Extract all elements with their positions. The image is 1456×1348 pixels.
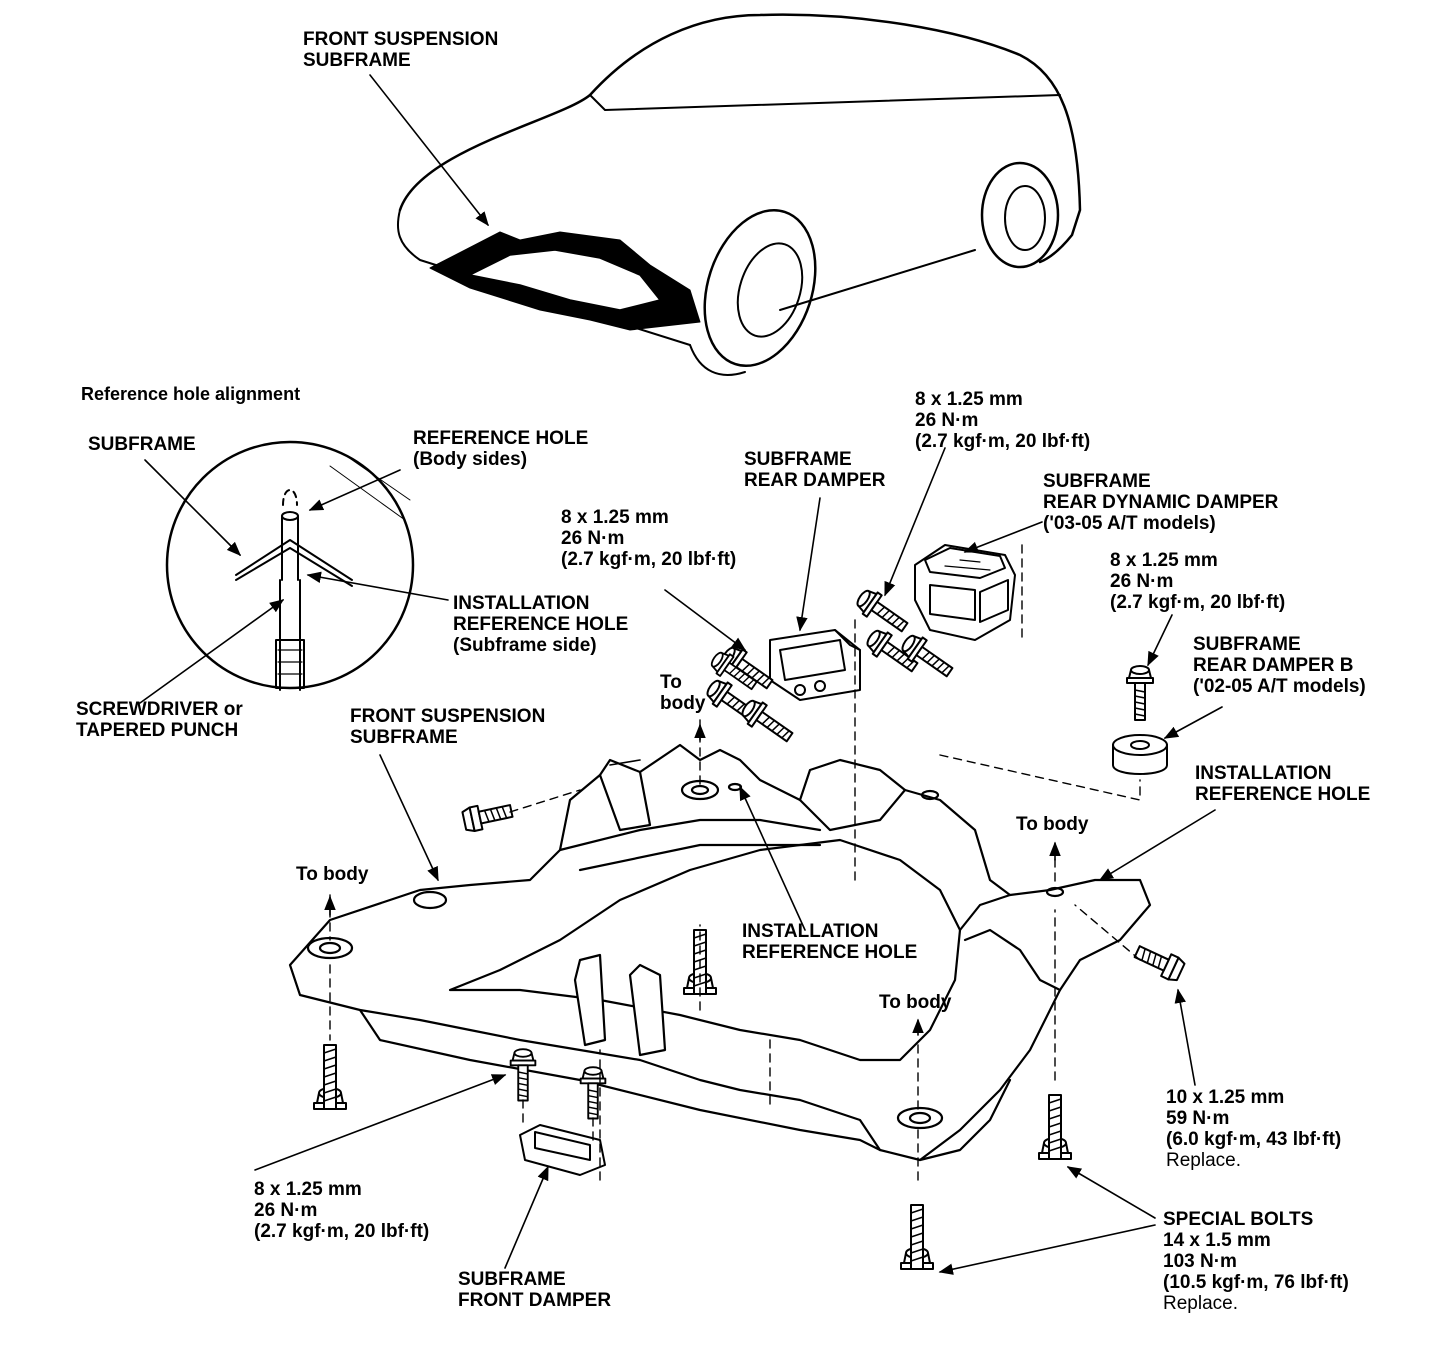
label-line: (2.7 kgf·m, 20 lbf·ft) — [915, 431, 1091, 452]
label-line: REFERENCE HOLE — [742, 942, 918, 963]
subframe-rear-dynamic-damper-part — [914, 544, 1016, 641]
label-line: SUBFRAME — [1043, 471, 1151, 492]
label-line: 8 x 1.25 mm — [561, 507, 669, 528]
label-line: 8 x 1.25 mm — [1110, 550, 1218, 571]
label-bolt-spec-front-damper: 8 x 1.25 mm 26 N·m (2.7 kgf·m, 20 lbf·ft… — [254, 1179, 429, 1242]
label-front-suspension-subframe-mid: FRONT SUSPENSION SUBFRAME — [350, 706, 545, 748]
label-replace: Replace. — [1166, 1150, 1241, 1171]
label-line: REFERENCE HOLE — [453, 614, 629, 635]
label-line: (Body sides) — [413, 449, 528, 470]
label-line: INSTALLATION — [453, 593, 590, 614]
label-screwdriver-or-tapered-punch: SCREWDRIVER or TAPERED PUNCH — [76, 699, 243, 741]
car-outline — [396, 13, 1082, 376]
subframe-rear-damper-part — [769, 629, 861, 701]
label-installation-reference-hole-center: INSTALLATION REFERENCE HOLE — [742, 921, 917, 963]
label-line: To — [660, 672, 682, 693]
label-bolt-spec-dynamic-damper: 8 x 1.25 mm 26 N·m (2.7 kgf·m, 20 lbf·ft… — [915, 389, 1090, 452]
label-line: REAR DAMPER B — [1193, 655, 1354, 676]
label-reference-hole-alignment: Reference hole alignment — [81, 384, 301, 404]
label-line: 26 N·m — [254, 1200, 318, 1221]
label-line: 26 N·m — [561, 528, 625, 549]
label-line: (2.7 kgf·m, 20 lbf·ft) — [1110, 592, 1286, 613]
reference-hole-inset — [165, 440, 415, 691]
label-line: FRONT DAMPER — [458, 1290, 612, 1311]
label-line: (6.0 kgf·m, 43 lbf·ft) — [1166, 1129, 1342, 1150]
front-suspension-subframe-part — [288, 743, 1152, 1162]
label-line: (2.7 kgf·m, 20 lbf·ft) — [561, 549, 737, 570]
label-subframe-rear-damper: SUBFRAME REAR DAMPER — [744, 449, 885, 491]
label-bolt-spec-rear-damper: 8 x 1.25 mm 26 N·m (2.7 kgf·m, 20 lbf·ft… — [561, 507, 736, 570]
label-to-body-right: To body — [1016, 814, 1089, 835]
label-line: REFERENCE HOLE — [413, 428, 589, 449]
label-bolt-spec-damper-b: 8 x 1.25 mm 26 N·m (2.7 kgf·m, 20 lbf·ft… — [1110, 550, 1285, 613]
label-line: 8 x 1.25 mm — [915, 389, 1023, 410]
label-line: REAR DAMPER — [744, 470, 886, 491]
label-line: SCREWDRIVER or — [76, 699, 243, 720]
label-line: 14 x 1.5 mm — [1163, 1230, 1271, 1251]
label-line: SUBFRAME — [458, 1269, 566, 1290]
label-line: SUBFRAME — [303, 50, 411, 71]
label-line: ('02-05 A/T models) — [1193, 676, 1366, 697]
label-line: ('03-05 A/T models) — [1043, 513, 1216, 534]
label-line: body — [660, 693, 706, 714]
label-subframe-front-damper: SUBFRAME FRONT DAMPER — [458, 1269, 611, 1311]
label-line: INSTALLATION — [1195, 763, 1332, 784]
label-line: 59 N·m — [1166, 1108, 1230, 1129]
label-line: 26 N·m — [1110, 571, 1174, 592]
label-subframe-rear-dynamic-damper: SUBFRAME REAR DYNAMIC DAMPER ('03-05 A/T… — [1043, 471, 1278, 534]
label-line: 26 N·m — [915, 410, 979, 431]
label-line: (Subframe side) — [453, 635, 597, 656]
label-bolt-spec-10mm: 10 x 1.25 mm 59 N·m (6.0 kgf·m, 43 lbf·f… — [1166, 1087, 1341, 1171]
label-reference-hole: REFERENCE HOLE (Body sides) — [413, 428, 588, 470]
label-to-body-bottom: To body — [879, 992, 952, 1013]
label-line: 8 x 1.25 mm — [254, 1179, 362, 1200]
label-subframe-rear-damper-b: SUBFRAME REAR DAMPER B ('02-05 A/T model… — [1193, 634, 1366, 697]
alignment-lines — [329, 544, 1141, 1186]
label-line: SUBFRAME — [1193, 634, 1301, 655]
label-to-body-upper: To body — [660, 672, 705, 714]
label-installation-reference-hole-subframe-side: INSTALLATION REFERENCE HOLE (Subframe si… — [453, 593, 628, 656]
label-replace: Replace. — [1163, 1293, 1238, 1314]
label-special-bolts: SPECIAL BOLTS 14 x 1.5 mm 103 N·m (10.5 … — [1163, 1209, 1349, 1314]
label-line: 10 x 1.25 mm — [1166, 1087, 1285, 1108]
label-line: SUBFRAME — [350, 727, 458, 748]
label-line: SUBFRAME — [744, 449, 852, 470]
label-line: REAR DYNAMIC DAMPER — [1043, 492, 1279, 513]
label-line: REFERENCE HOLE — [1195, 784, 1371, 805]
label-line: FRONT SUSPENSION — [350, 706, 546, 727]
label-line: 103 N·m — [1163, 1251, 1237, 1272]
subframe-front-damper-part — [519, 1124, 606, 1176]
label-line: FRONT SUSPENSION — [303, 29, 499, 50]
label-line: (10.5 kgf·m, 76 lbf·ft) — [1163, 1272, 1349, 1293]
label-line: (2.7 kgf·m, 20 lbf·ft) — [254, 1221, 430, 1242]
label-installation-reference-hole-right: INSTALLATION REFERENCE HOLE — [1195, 763, 1370, 805]
leader-arrows — [139, 74, 1223, 1275]
label-subframe: SUBFRAME — [88, 434, 196, 455]
label-to-body-left: To body — [296, 864, 369, 885]
label-line: INSTALLATION — [742, 921, 879, 942]
subframe-rear-damper-b-part — [1112, 665, 1168, 775]
label-line: SPECIAL BOLTS — [1163, 1209, 1314, 1230]
label-line: TAPERED PUNCH — [76, 720, 239, 741]
label-front-suspension-subframe-top: FRONT SUSPENSION SUBFRAME — [303, 29, 498, 71]
